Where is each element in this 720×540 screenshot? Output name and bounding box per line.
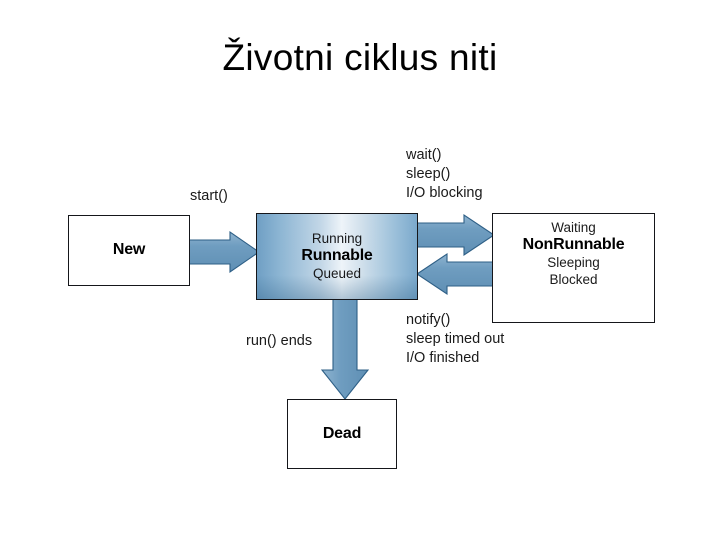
state-sublabel-blocked: Blocked <box>549 271 598 287</box>
arrow-runnable-to-dead <box>320 298 370 400</box>
edge-label-start: start() <box>190 187 228 206</box>
state-label-nonrunnable: NonRunnable <box>522 236 625 254</box>
edge-label-wait-line-2: sleep() <box>406 166 451 183</box>
page-title: Životni ciklus niti <box>222 37 498 78</box>
state-label-new: New <box>112 241 146 259</box>
edge-label-start-line-1: start() <box>190 188 228 204</box>
arrow-new-to-runnable <box>187 230 260 274</box>
edge-label-notify-line-1: notify() <box>406 312 451 328</box>
state-label-dead: Dead <box>322 424 362 442</box>
edge-label-notify-line-2: sleep timed out <box>406 331 505 348</box>
state-sublabel-running: Running <box>311 230 363 246</box>
state-label-runnable: Runnable <box>301 247 373 265</box>
edge-label-notify-timeout-io-finished: notify() sleep timed out I/O finished <box>406 311 504 368</box>
state-box-dead[interactable]: Dead <box>287 399 397 469</box>
state-box-runnable[interactable]: Running Runnable Queued <box>256 213 418 300</box>
edge-label-wait-sleep-io-blocking: wait() sleep() I/O blocking <box>406 146 483 203</box>
state-sublabel-queued: Queued <box>312 265 362 281</box>
edge-label-run-ends-line-1: run() ends <box>246 333 313 349</box>
edge-label-wait-line-1: wait() <box>406 147 442 163</box>
edge-label-wait-line-3: I/O blocking <box>406 185 483 202</box>
edge-label-run-ends: run() ends <box>246 332 312 351</box>
state-box-new[interactable]: New <box>68 215 190 286</box>
state-sublabel-sleeping: Sleeping <box>547 255 600 271</box>
edge-label-notify-line-3: I/O finished <box>406 350 480 367</box>
state-box-nonrunnable[interactable]: Waiting NonRunnable Sleeping Blocked <box>492 213 655 323</box>
arrow-runnable-to-nonrunnable <box>416 213 495 257</box>
arrow-nonrunnable-to-runnable <box>416 252 495 296</box>
state-sublabel-waiting: Waiting <box>551 220 596 235</box>
